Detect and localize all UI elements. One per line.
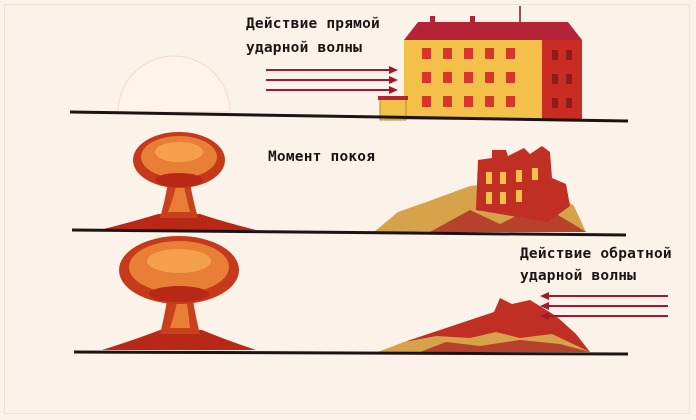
label-rest-moment: Момент покоя [268, 149, 376, 165]
building-windows [422, 48, 515, 107]
building-side [542, 40, 582, 120]
panel-rest-moment [71, 132, 627, 237]
damaged-building [374, 146, 586, 232]
panel-reverse-wave [73, 236, 668, 356]
reverse-wave-arrows [540, 292, 668, 320]
fireball [117, 55, 231, 113]
mushroom-cloud [100, 132, 256, 230]
building-side-windows [552, 50, 572, 108]
panel-direct-wave [69, 6, 629, 123]
building-skeleton [476, 146, 570, 222]
skeleton-openings [486, 168, 538, 204]
building-roof [404, 22, 582, 40]
chimney [430, 16, 435, 24]
mushroom-cloud [102, 236, 256, 350]
label-direct-wave-line1: Действие прямой [246, 16, 380, 32]
direct-wave-arrows [266, 66, 398, 94]
chimney [470, 16, 475, 24]
slide-frame [4, 4, 690, 414]
collapsed-rubble [378, 298, 590, 352]
ground-line [69, 110, 629, 123]
porch-roof [378, 96, 408, 100]
label-reverse-wave-line2: ударной волны [520, 268, 637, 284]
ground-line [73, 350, 629, 356]
label-reverse-wave-line1: Действие обратной [520, 246, 672, 262]
ground-line [71, 228, 627, 237]
label-direct-wave-line2: ударной волны [246, 40, 363, 56]
building-intact [378, 6, 582, 121]
